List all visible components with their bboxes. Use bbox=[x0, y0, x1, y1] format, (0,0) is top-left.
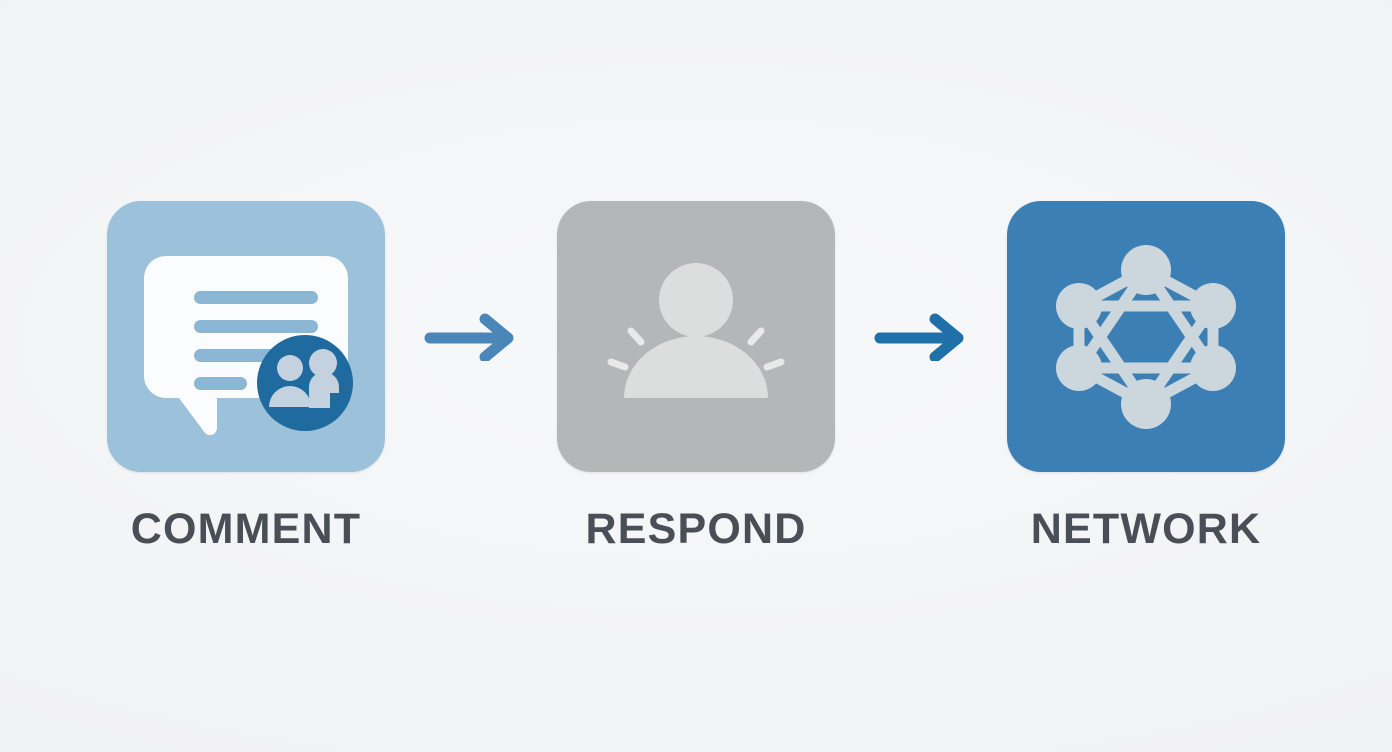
bubble-line-3 bbox=[194, 348, 284, 362]
bubble-line-1 bbox=[194, 290, 318, 304]
network-nodes bbox=[1056, 244, 1236, 429]
flow-step-comment[interactable]: COMMENT bbox=[107, 201, 385, 551]
step-label-network: NETWORK bbox=[1030, 505, 1262, 553]
person-head bbox=[659, 262, 733, 337]
flow-step-network[interactable]: NETWORK bbox=[1007, 201, 1285, 551]
spark-marks-left bbox=[607, 327, 645, 370]
people-badge-circle bbox=[257, 334, 353, 431]
person-speaking-icon bbox=[607, 262, 785, 398]
comment-tile[interactable] bbox=[107, 201, 385, 472]
comment-bubble-with-people-badge-icon bbox=[144, 255, 353, 435]
step-label-respond: RESPOND bbox=[585, 505, 807, 553]
connector-arrow-2 bbox=[835, 201, 1007, 472]
bubble-line-2 bbox=[194, 319, 318, 333]
flow-step-respond[interactable]: RESPOND bbox=[557, 201, 835, 551]
spark-marks-right bbox=[747, 327, 785, 370]
step-label-comment: COMMENT bbox=[130, 505, 362, 553]
network-nodes-hexagon-icon bbox=[1056, 244, 1236, 429]
network-tile[interactable] bbox=[1007, 201, 1285, 472]
arrow-right-icon bbox=[874, 313, 964, 361]
person-body bbox=[624, 335, 768, 398]
respond-tile[interactable] bbox=[557, 201, 835, 472]
connector-arrow-1 bbox=[385, 201, 557, 472]
arrow-right-icon bbox=[424, 313, 514, 361]
bubble-line-4 bbox=[194, 376, 247, 390]
